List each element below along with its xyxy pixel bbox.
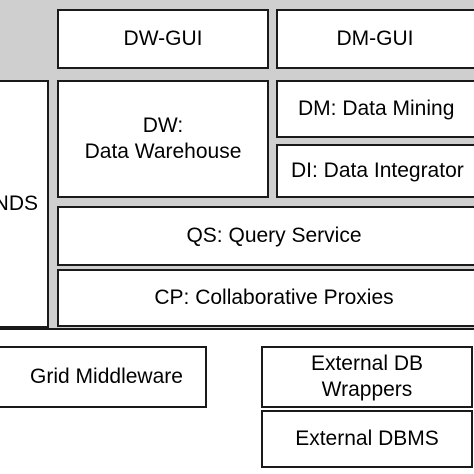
qs-label: QS: Query Service	[186, 224, 362, 247]
dm-gui-box: DM-GUI	[276, 9, 474, 69]
external-dbms-box: External DBMS	[261, 410, 473, 468]
dm-gui-label: DM-GUI	[336, 27, 414, 50]
grid-middleware-label: Grid Middleware	[30, 365, 183, 388]
dw-gui-label: DW-GUI	[123, 27, 203, 50]
external-dbms-label: External DBMS	[295, 427, 439, 450]
external-db-wrappers-box: External DB Wrappers	[261, 346, 473, 408]
external-db-wrappers-line2: Wrappers	[321, 378, 413, 401]
di-label: DI: Data Integrator	[291, 159, 464, 182]
qs-box: QS: Query Service	[57, 206, 474, 266]
dw-gui-box: DW-GUI	[57, 9, 269, 69]
cp-label: CP: Collaborative Proxies	[154, 286, 394, 309]
nds-box: NDS	[0, 80, 49, 328]
dw-box: DW: Data Warehouse	[57, 80, 269, 198]
cp-box: CP: Collaborative Proxies	[57, 269, 474, 327]
dw-label-line1: DW:	[142, 114, 184, 137]
dm-box: DM: Data Mining	[276, 80, 474, 138]
di-box: DI: Data Integrator	[276, 144, 474, 198]
external-db-wrappers-line1: External DB	[310, 352, 424, 375]
dm-label: DM: Data Mining	[298, 97, 455, 120]
nds-label: NDS	[0, 192, 38, 215]
dw-label-line2: Data Warehouse	[84, 140, 242, 163]
grid-middleware-box: Grid Middleware	[0, 346, 207, 408]
